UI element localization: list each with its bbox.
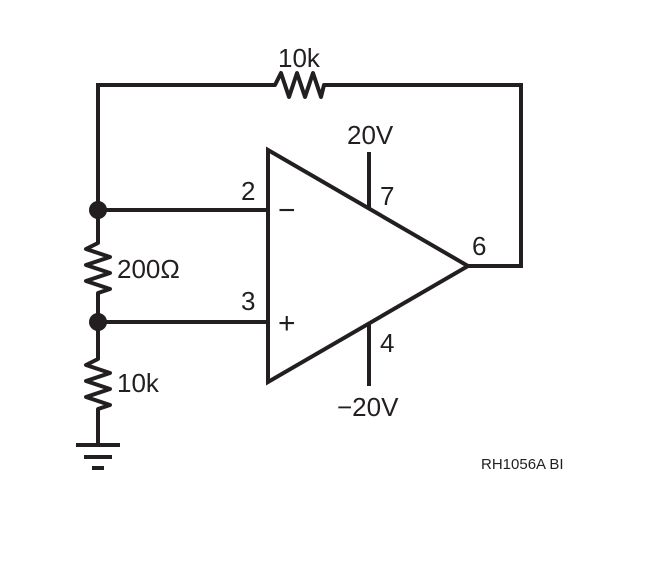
feedback-wire-right xyxy=(328,83,523,268)
pin-7-label: 7 xyxy=(380,181,394,211)
op-amp-icon xyxy=(266,146,472,386)
junction-dot-inverting xyxy=(89,201,107,219)
pin-2-label: 2 xyxy=(241,176,255,206)
ground-icon xyxy=(76,443,120,470)
figure-id: RH1056A BI xyxy=(481,456,564,473)
positive-supply-label: 20V xyxy=(347,120,394,150)
non-inverting-input-sign: + xyxy=(278,307,296,340)
negative-supply-label: −20V xyxy=(337,392,399,422)
inverting-input-sign: − xyxy=(278,194,296,227)
lower-resistor xyxy=(84,350,112,416)
feedback-resistor xyxy=(266,71,332,99)
junction-dot-non-inverting xyxy=(89,313,107,331)
middle-resistor xyxy=(84,234,112,300)
pin-4-label: 4 xyxy=(380,328,394,358)
pin-3-label: 3 xyxy=(241,286,255,316)
pin-6-label: 6 xyxy=(472,231,486,261)
feedback-resistor-label: 10k xyxy=(278,43,321,73)
middle-resistor-label: 200Ω xyxy=(117,254,180,284)
feedback-wire-left xyxy=(96,83,270,212)
lower-resistor-label: 10k xyxy=(117,368,160,398)
